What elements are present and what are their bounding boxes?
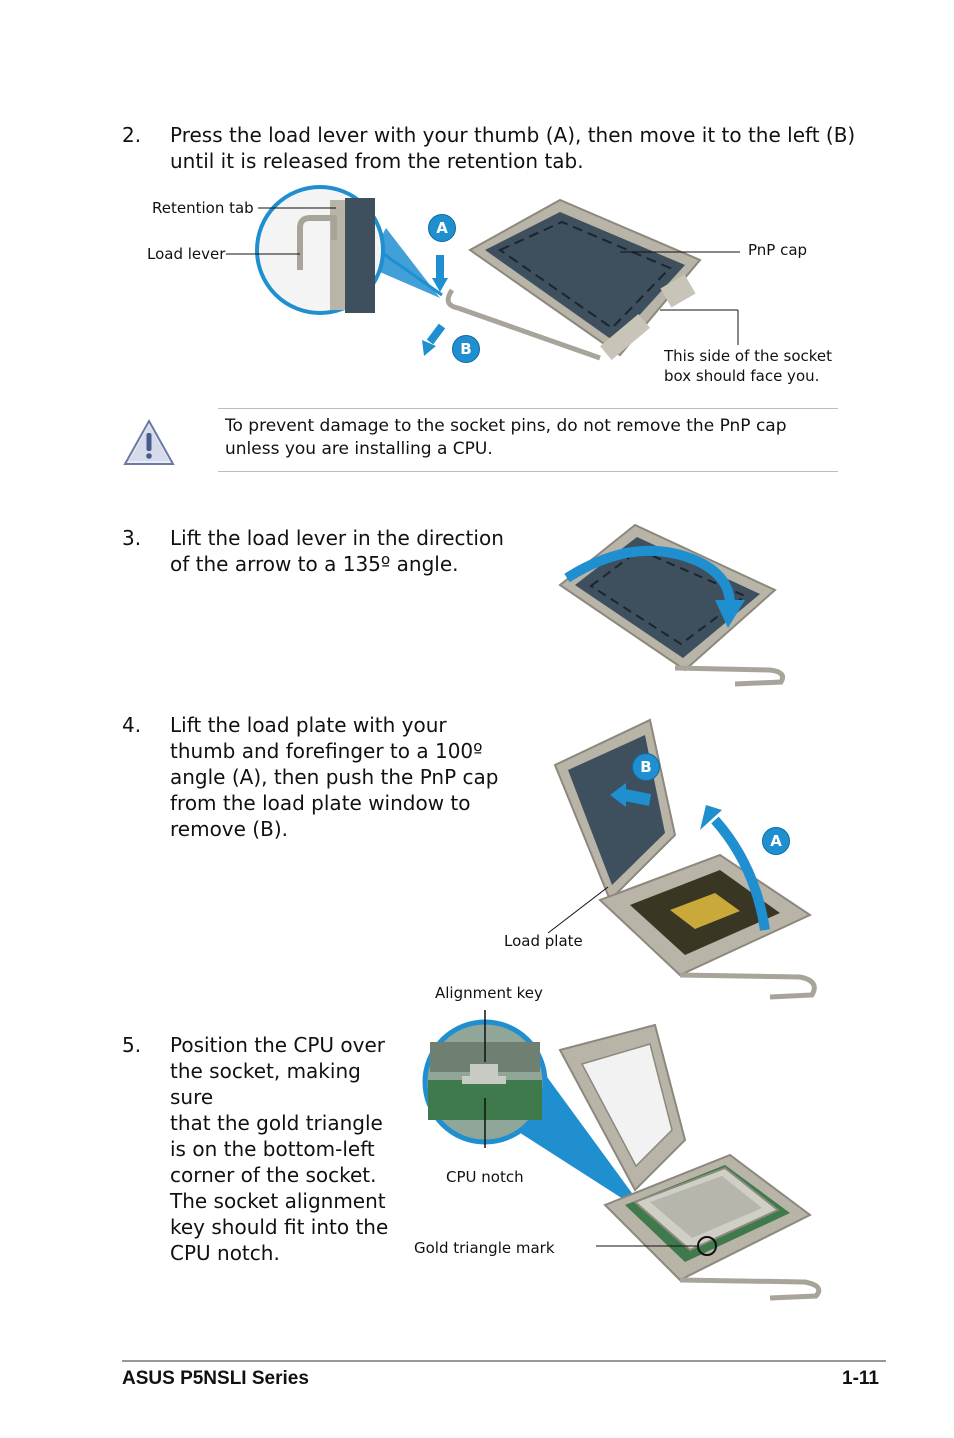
step-4-text: Lift the load plate with your thumb and … xyxy=(170,712,510,842)
step-2-line-2: until it is released from the retention … xyxy=(170,149,584,173)
badge-b: B xyxy=(452,335,480,363)
step-5-number: 5. xyxy=(122,1033,142,1057)
step-5-line-3: that the gold triangle xyxy=(170,1111,383,1135)
gold-triangle-label: Gold triangle mark xyxy=(414,1239,555,1257)
figure-lever-release: Retention tab Load lever PnP cap This si… xyxy=(0,180,954,400)
step-3-line-1: Lift the load lever in the direction xyxy=(170,526,504,550)
figure-lift-lever-illustration xyxy=(558,523,786,687)
step-5-line-8: CPU notch. xyxy=(170,1241,280,1265)
step-5-line-5: corner of the socket. xyxy=(170,1163,377,1187)
retention-tab-label: Retention tab xyxy=(152,199,254,217)
step-5-line-4: is on the bottom-left xyxy=(170,1137,375,1161)
step-3-number: 3. xyxy=(122,526,142,550)
step-4-line-3: angle (A), then push the PnP cap xyxy=(170,765,499,789)
warning-text: To prevent damage to the socket pins, do… xyxy=(225,415,825,461)
warning-icon xyxy=(123,418,175,465)
step-5-line-2: the socket, making sure xyxy=(170,1059,361,1109)
socket-side-note-line-2: box should face you. xyxy=(664,367,820,385)
step-5-text: Position the CPU over the socket, making… xyxy=(170,1032,410,1266)
pnp-cap-label: PnP cap xyxy=(748,241,808,259)
figure-load-plate: Load plate A B xyxy=(500,715,830,1005)
socket-side-note-line-1: This side of the socket xyxy=(664,347,833,365)
footer-product-name: ASUS P5NSLI Series xyxy=(122,1368,309,1389)
step-5-line-7: key should fit into the xyxy=(170,1215,389,1239)
warning-line-1: To prevent damage to the socket pins, do… xyxy=(225,416,787,436)
load-plate-label: Load plate xyxy=(504,932,583,950)
step-5-line-1: Position the CPU over xyxy=(170,1033,386,1057)
footer-page-number: 1-11 xyxy=(842,1368,879,1389)
step-3-text: Lift the load lever in the direction of … xyxy=(170,525,510,577)
figure-cpu-placement: Alignment key CPU notch Gold triangle ma… xyxy=(410,980,830,1301)
step-4-line-2: thumb and forefinger to a 100º xyxy=(170,739,483,763)
step-2-number: 2. xyxy=(122,123,142,147)
badge-a: A xyxy=(428,214,456,242)
step-4-line-4: from the load plate window to xyxy=(170,791,471,815)
step-5-line-6: The socket alignment xyxy=(170,1189,386,1213)
figure-load-plate-illustration xyxy=(547,718,817,1000)
figure-lever-release-illustration xyxy=(226,185,740,361)
badge-b: B xyxy=(632,753,660,781)
warning-line-2: unless you are installing a CPU. xyxy=(225,439,493,459)
step-2-text: Press the load lever with your thumb (A)… xyxy=(170,122,870,174)
badge-a: A xyxy=(762,827,790,855)
cpu-notch-label: CPU notch xyxy=(446,1168,524,1186)
step-4-line-5: remove (B). xyxy=(170,817,288,841)
step-4-line-1: Lift the load plate with your xyxy=(170,713,447,737)
step-4-number: 4. xyxy=(122,713,142,737)
figure-cpu-placement-illustration xyxy=(422,1010,822,1301)
step-3-line-2: of the arrow to a 135º angle. xyxy=(170,552,459,576)
alignment-key-label: Alignment key xyxy=(435,984,543,1002)
warning-box: To prevent damage to the socket pins, do… xyxy=(218,408,838,472)
footer-rule xyxy=(122,1360,886,1362)
load-lever-label: Load lever xyxy=(147,245,226,263)
socket-side-note: This side of the socket box should face … xyxy=(664,346,832,386)
step-2-line-1: Press the load lever with your thumb (A)… xyxy=(170,123,856,147)
